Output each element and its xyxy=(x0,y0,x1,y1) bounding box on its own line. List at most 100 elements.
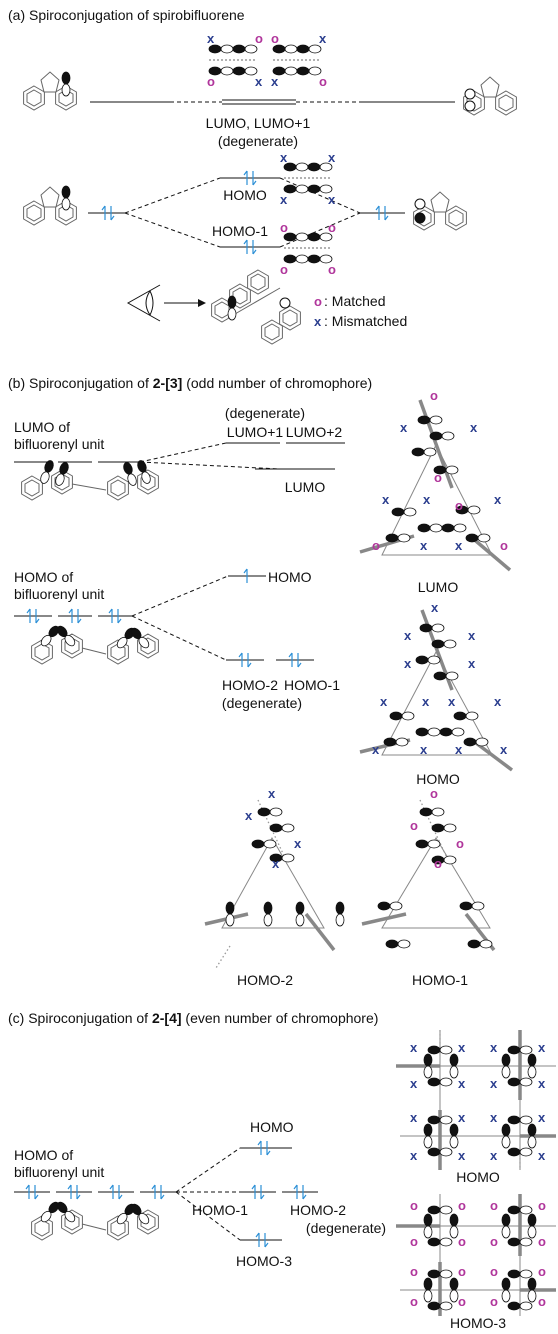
svg-text:o: o xyxy=(328,220,336,235)
homo2-label-b: HOMO-2 xyxy=(222,677,278,693)
svg-text:o: o xyxy=(456,836,464,851)
svg-text:o: o xyxy=(255,31,263,46)
svg-text:x: x xyxy=(380,694,388,709)
svg-text:x: x xyxy=(410,1148,418,1163)
svg-text:o: o xyxy=(490,1234,498,1249)
triangle-lumo: o x x o x x o x o x x o xyxy=(359,388,512,572)
svg-text:x: x xyxy=(382,492,390,507)
lumo-unit-label-2: bifluorenyl unit xyxy=(14,436,104,452)
svg-text:o: o xyxy=(490,1198,498,1213)
svg-text:x: x xyxy=(280,192,288,207)
svg-text:o: o xyxy=(430,786,438,801)
svg-text:x: x xyxy=(319,31,327,46)
triangle-homo-label: HOMO xyxy=(416,771,460,787)
lumo-degenerate-b: (degenerate) xyxy=(225,405,305,421)
svg-text:o: o xyxy=(538,1234,546,1249)
svg-text:x: x xyxy=(422,694,430,709)
svg-text:o: o xyxy=(372,538,380,553)
svg-text:x: x xyxy=(538,1076,546,1091)
square-homo3-label: HOMO-3 xyxy=(450,1315,506,1331)
svg-text:x: x xyxy=(280,150,288,165)
svg-text:x: x xyxy=(500,742,508,757)
svg-text:x: x xyxy=(468,656,476,671)
square-homo: x x x x x x x x x x x x x x x x xyxy=(396,1030,556,1170)
triangle-homo1: o o o o xyxy=(361,786,496,952)
square-homo3: o o o o o o o o o o o o o o o o xyxy=(396,1194,556,1316)
svg-text:x: x xyxy=(255,74,263,89)
triangle-homo2-label: HOMO-2 xyxy=(237,972,293,988)
svg-text:o: o xyxy=(455,498,463,513)
svg-text:x: x xyxy=(245,808,253,823)
svg-text:o: o xyxy=(410,1294,418,1309)
svg-text:x: x xyxy=(410,1110,418,1125)
triangle-homo2: x x x x xyxy=(204,786,345,969)
svg-text:o: o xyxy=(328,262,336,277)
homo-diagram-a xyxy=(24,170,467,255)
svg-text:o: o xyxy=(538,1198,546,1213)
section-a-title: (a) Spiroconjugation of spirobifluorene xyxy=(8,7,245,23)
svg-text:x: x xyxy=(431,600,439,615)
lumo-degenerate: (degenerate) xyxy=(218,133,298,149)
bifluorenyl-lumo xyxy=(21,458,159,501)
homo-unit-label-2: bifluorenyl unit xyxy=(14,586,104,602)
lumo-unit-label-1: LUMO of xyxy=(14,419,70,435)
homo-unit-label-1: HOMO of xyxy=(14,569,73,585)
bifluorenyl-homo-c xyxy=(31,1199,159,1241)
homo2-label-c: HOMO-2 xyxy=(290,1202,346,1218)
spiro-molecule xyxy=(211,269,301,345)
legend-a: o : Matched x : Mismatched xyxy=(314,293,407,329)
svg-text:x: x xyxy=(410,1040,418,1055)
lumo1-label: LUMO+1 xyxy=(227,424,284,440)
svg-text:x: x xyxy=(423,492,431,507)
svg-text:x: x xyxy=(328,150,336,165)
svg-text:o: o xyxy=(434,470,442,485)
svg-text:: Mismatched: : Mismatched xyxy=(324,313,407,329)
svg-text:o: o xyxy=(410,1264,418,1279)
svg-text:o: o xyxy=(458,1234,466,1249)
svg-text:: Matched: : Matched xyxy=(324,293,385,309)
svg-text:x: x xyxy=(420,742,428,757)
lumo-quartet-right: o x x o xyxy=(271,31,327,89)
svg-text:x: x xyxy=(272,856,280,871)
svg-text:x: x xyxy=(294,836,302,851)
svg-text:o: o xyxy=(458,1264,466,1279)
svg-text:x: x xyxy=(490,1148,498,1163)
svg-text:x: x xyxy=(420,538,428,553)
svg-text:x: x xyxy=(538,1148,546,1163)
svg-text:o: o xyxy=(458,1294,466,1309)
svg-text:o: o xyxy=(410,1198,418,1213)
triangle-homo: x x x x x x x x x x x x x xyxy=(359,600,514,772)
lumo-row xyxy=(24,72,517,115)
svg-text:x: x xyxy=(458,1110,466,1125)
homo-label-a: HOMO xyxy=(223,187,267,203)
svg-text:o: o xyxy=(458,1198,466,1213)
bifluorenyl-homo xyxy=(31,623,159,665)
svg-text:o: o xyxy=(410,1234,418,1249)
svg-text:x: x xyxy=(455,742,463,757)
homo-degenerate-c: (degenerate) xyxy=(306,1220,386,1236)
svg-text:x: x xyxy=(538,1040,546,1055)
svg-text:x: x xyxy=(490,1110,498,1125)
homo1-label-b: HOMO-1 xyxy=(284,677,340,693)
lumo-quartet-left: x o o x xyxy=(207,31,263,89)
svg-text:o: o xyxy=(490,1264,498,1279)
homo1-label-c: HOMO-1 xyxy=(192,1202,248,1218)
homo-label-c: HOMO xyxy=(250,1119,294,1135)
svg-text:o: o xyxy=(538,1264,546,1279)
homo-levels-c xyxy=(14,1140,318,1248)
lumo2-label: LUMO+2 xyxy=(286,424,343,440)
section-c-title: (c) Spiroconjugation of 2-[4] (even numb… xyxy=(8,1010,378,1026)
homo-quartet: x x x x xyxy=(280,150,336,207)
svg-text:x: x xyxy=(404,628,412,643)
triangle-homo1-label: HOMO-1 xyxy=(412,972,468,988)
svg-text:o: o xyxy=(434,856,442,871)
svg-text:x: x xyxy=(490,1076,498,1091)
homo3-label-c: HOMO-3 xyxy=(236,1253,292,1269)
homo-unit-c-1: HOMO of xyxy=(14,1147,73,1163)
svg-text:o: o xyxy=(538,1294,546,1309)
svg-text:x: x xyxy=(207,31,215,46)
svg-text:o: o xyxy=(490,1294,498,1309)
svg-text:x: x xyxy=(448,694,456,709)
svg-text:o: o xyxy=(430,388,438,403)
